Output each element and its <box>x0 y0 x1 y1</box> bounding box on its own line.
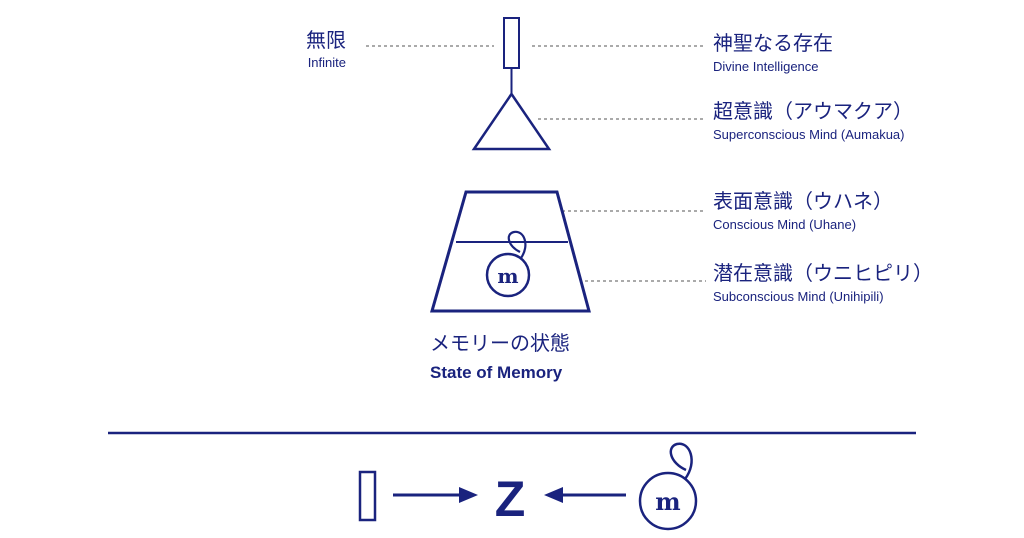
subconscious-label-jp: 潜在意識（ウニヒピリ） <box>713 261 933 285</box>
memory-label-en: State of Memory <box>430 363 563 382</box>
zero-z-text: Z <box>495 471 526 527</box>
superconscious-triangle-icon <box>471 91 552 151</box>
infinite-label-en: Infinite <box>307 55 346 70</box>
conscious-label-en: Conscious Mind (Uhane) <box>713 217 857 232</box>
superconscious-label-en: Superconscious Mind (Aumakua) <box>713 127 905 142</box>
bottom-rectangle-icon <box>358 470 377 522</box>
superconscious-label-jp: 超意識（アウマクア） <box>713 99 913 123</box>
memory-m-text: m <box>497 264 518 288</box>
arrow-right-icon <box>393 487 478 503</box>
memory-label-jp: メモリーの状態 <box>430 331 570 355</box>
conscious-label-jp: 表面意識（ウハネ） <box>713 189 893 213</box>
divine-label-en: Divine Intelligence <box>713 59 819 74</box>
subconscious-label-en: Subconscious Mind (Unihipili) <box>713 289 884 304</box>
bottom-m-text: m <box>655 487 680 516</box>
bottom-spiral-m-icon: m <box>638 442 698 531</box>
arrow-left-icon <box>544 487 626 503</box>
infinite-rectangle-icon <box>503 17 520 69</box>
divine-label-jp: 神聖なる存在 <box>713 31 833 55</box>
infinite-label-jp: 無限 <box>306 28 346 52</box>
mind-trapezoid-icon <box>430 190 591 313</box>
memory-spiral-m-icon: m <box>485 230 531 298</box>
